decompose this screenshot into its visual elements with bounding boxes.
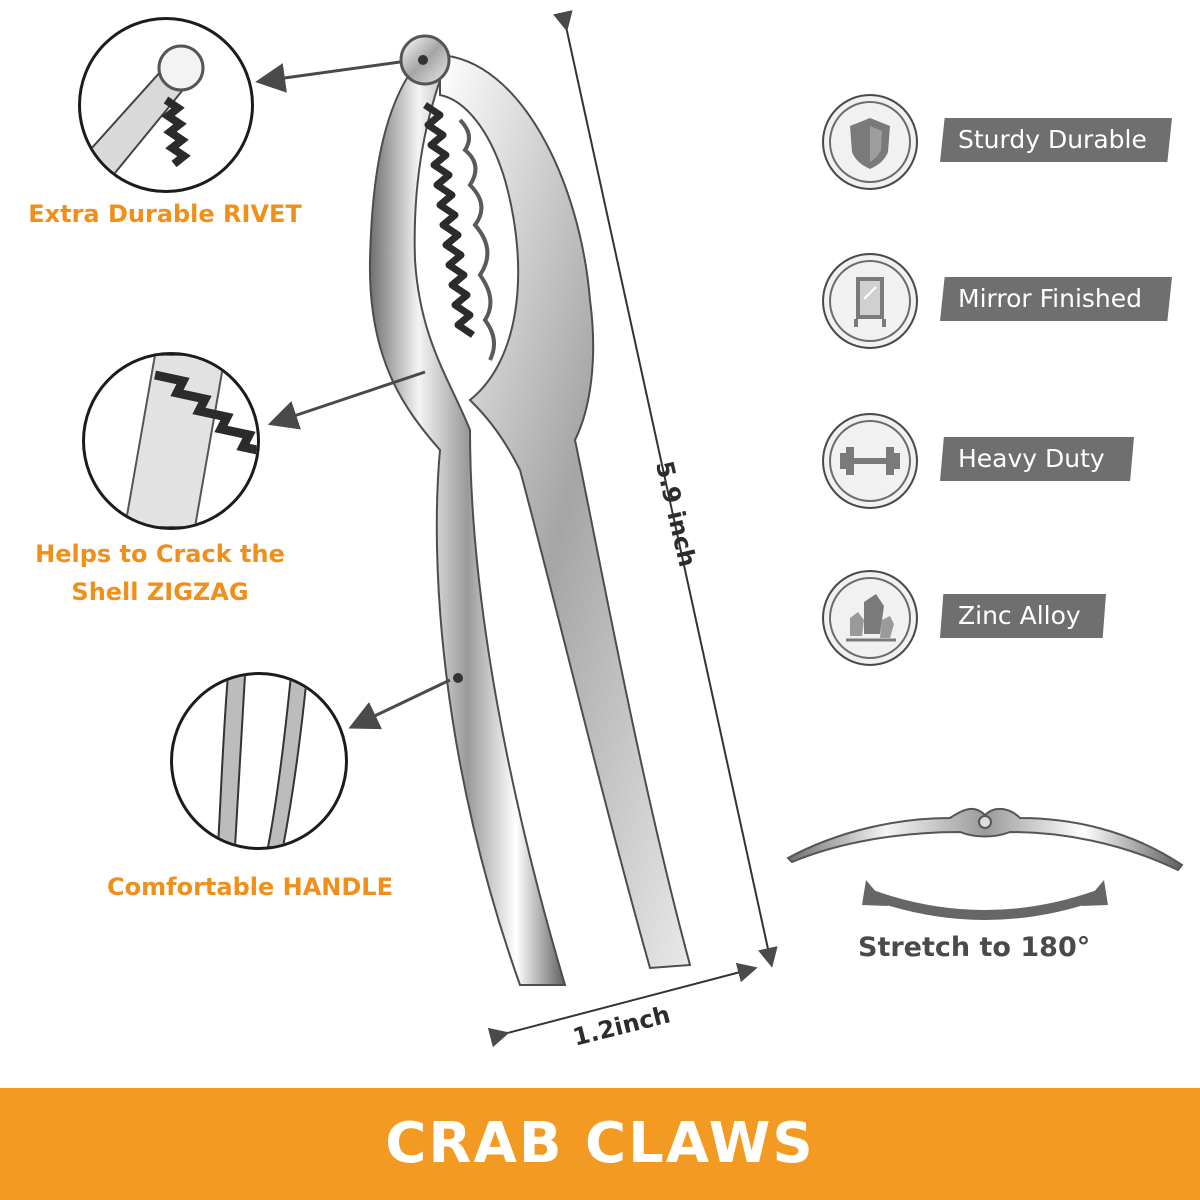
cracker-zigzag-teeth [423, 102, 475, 338]
zigzag-callout-label: Helps to Crack the Shell ZIGZAG [20, 535, 300, 611]
feature-badge-zinc [822, 570, 918, 666]
crystal-icon [846, 594, 896, 642]
handle-arrow [348, 678, 451, 730]
handle-callout-label: Comfortable HANDLE [107, 873, 393, 901]
feature-label-zinc: Zinc Alloy [940, 594, 1106, 638]
bottom-banner: CRAB CLAWS [0, 1088, 1200, 1200]
crab-cracker-illustration [255, 10, 1184, 1048]
feature-badge-sturdy [822, 94, 918, 190]
feature-badge-mirror [822, 253, 918, 349]
width-dimension-line [487, 962, 758, 1048]
handle-detail-circle [170, 672, 348, 850]
rivet-callout-label: Extra Durable RIVET [28, 200, 302, 228]
zigzag-arrow [267, 370, 426, 430]
rivet-arrow [255, 60, 401, 93]
stretched-cracker-illustration [786, 807, 1184, 872]
feature-label-mirror: Mirror Finished [940, 277, 1172, 321]
length-dimension-line [553, 10, 778, 968]
zigzag-detail-circle [82, 352, 260, 530]
stretch-label: Stretch to 180° [858, 932, 1091, 963]
rivet-detail-circle [78, 17, 254, 193]
feature-label-sturdy: Sturdy Durable [940, 118, 1172, 162]
mirror-icon [854, 277, 886, 327]
stretch-arc-arrow [870, 890, 1100, 920]
zigzag-callout-line1: Helps to Crack the [35, 540, 285, 568]
feature-label-heavy: Heavy Duty [940, 437, 1134, 481]
dumbbell-icon [840, 447, 900, 475]
banner-title: CRAB CLAWS [385, 1111, 815, 1176]
feature-badge-heavy [822, 413, 918, 509]
zigzag-callout-line2: Shell ZIGZAG [71, 578, 249, 606]
shield-icon [850, 118, 890, 169]
